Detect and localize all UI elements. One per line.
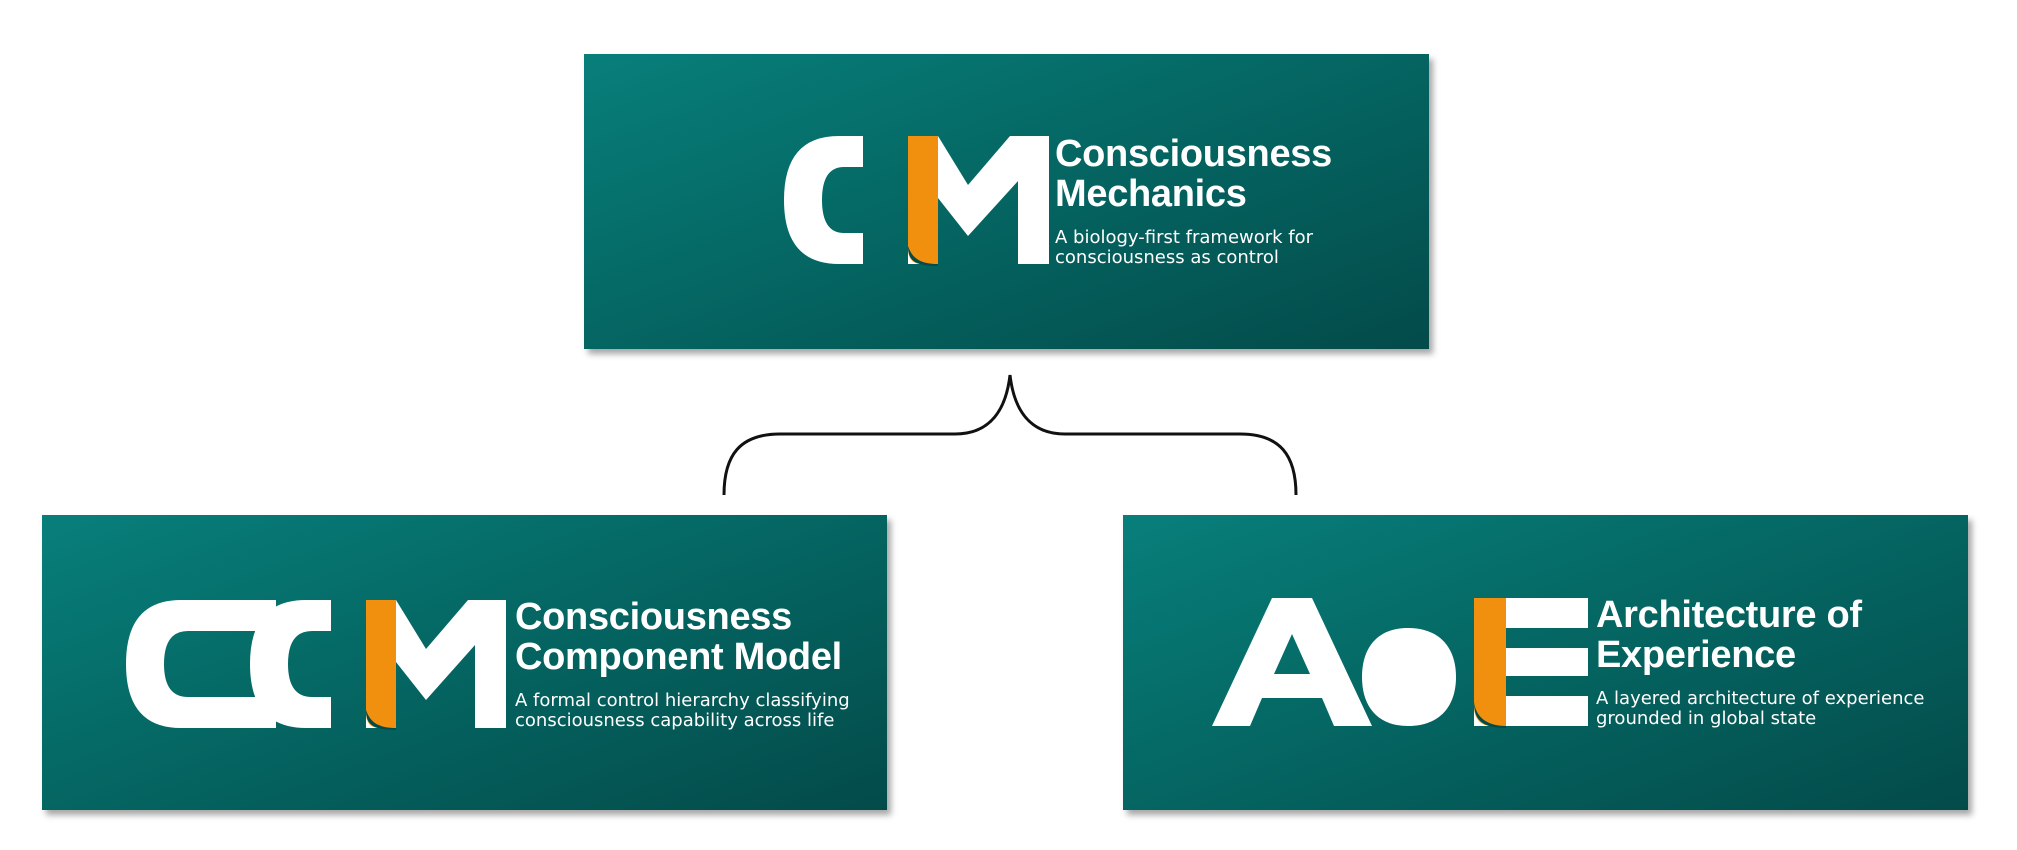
- cm-title: Consciousness Mechanics: [1055, 134, 1332, 214]
- cm-title-line1: Consciousness: [1055, 133, 1332, 175]
- cm-title-line2: Mechanics: [1055, 173, 1247, 215]
- aoe-text-block: Architecture of Experience A layered arc…: [1596, 595, 1925, 729]
- aoe-desc-line2: grounded in global state: [1596, 708, 1817, 729]
- ccm-title-line2: Component Model: [515, 636, 842, 678]
- ccm-card: Consciousness Component Model A formal c…: [42, 515, 887, 810]
- cm-card: Consciousness Mechanics A biology-first …: [584, 54, 1429, 349]
- aoe-logo: [1212, 598, 1592, 728]
- aoe-desc-line1: A layered architecture of experience: [1596, 688, 1925, 709]
- ccm-description: A formal control hierarchy classifying c…: [515, 691, 850, 731]
- aoe-card: Architecture of Experience A layered arc…: [1123, 515, 1968, 810]
- ccm-title: Consciousness Component Model: [515, 597, 850, 677]
- cm-desc-line2: consciousness as control: [1055, 247, 1279, 268]
- cm-desc-line1: A biology-first framework for: [1055, 227, 1314, 248]
- ccm-desc-line2: consciousness capability across life: [515, 710, 835, 731]
- ccm-logo: [126, 600, 506, 730]
- cm-description: A biology-first framework for consciousn…: [1055, 228, 1332, 268]
- cm-logo: [784, 136, 1049, 266]
- aoe-title: Architecture of Experience: [1596, 595, 1925, 675]
- aoe-title-line2: Experience: [1596, 634, 1796, 676]
- ccm-text-block: Consciousness Component Model A formal c…: [515, 597, 850, 731]
- ccm-title-line1: Consciousness: [515, 596, 792, 638]
- aoe-description: A layered architecture of experience gro…: [1596, 689, 1925, 729]
- cm-text-block: Consciousness Mechanics A biology-first …: [1055, 134, 1332, 268]
- aoe-title-line1: Architecture of: [1596, 594, 1862, 636]
- ccm-desc-line1: A formal control hierarchy classifying: [515, 690, 850, 711]
